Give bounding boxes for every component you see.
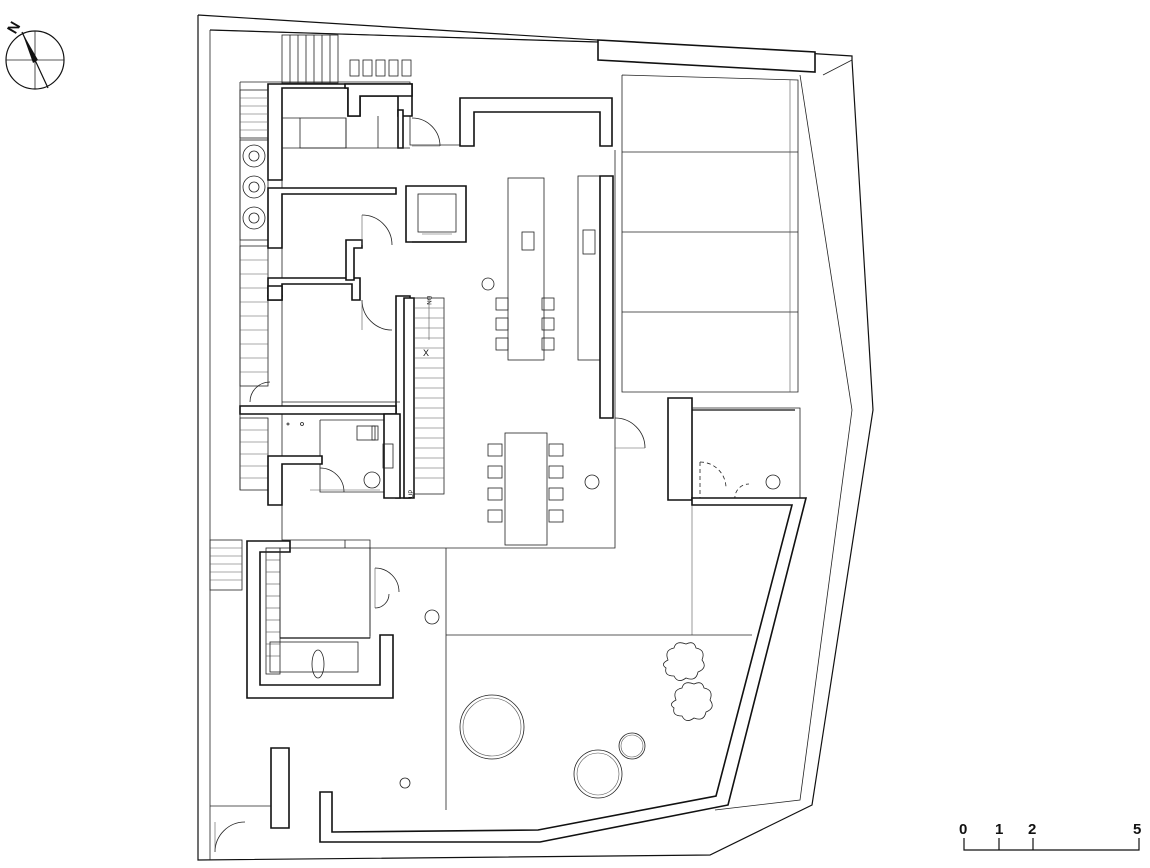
north-arrow-icon: N	[4, 19, 65, 90]
side-steps-left	[209, 245, 269, 591]
scale-tick-0: 0	[959, 821, 967, 838]
tree-icon	[663, 642, 713, 721]
scale-tick-1: 1	[995, 821, 1003, 838]
bottom-gate	[210, 747, 290, 853]
kitchen-wall-top	[459, 97, 613, 147]
stair-label-up: UP	[409, 490, 415, 498]
stair-label-dn: DN	[425, 296, 431, 305]
perimeter-wall	[319, 497, 808, 843]
dining-table	[487, 417, 646, 546]
scale-tick-5: 5	[1133, 821, 1141, 838]
bathroom	[267, 413, 401, 506]
staircase: DN X UP	[403, 296, 445, 499]
rooms-top	[267, 83, 441, 181]
boundary-wall-top	[209, 29, 816, 73]
entry-room	[667, 397, 801, 635]
carport-bays	[621, 74, 799, 393]
lift	[405, 185, 467, 243]
entry-stairs-top	[281, 34, 339, 84]
garden	[399, 548, 752, 810]
kitchen	[481, 175, 614, 419]
site-boundary	[197, 14, 874, 861]
spa-room	[246, 540, 440, 699]
scale-tick-2: 2	[1028, 821, 1036, 838]
stair-break-mark: X	[423, 348, 429, 358]
ac-units	[239, 89, 269, 241]
scale-bar: 0 1 2 5	[959, 821, 1141, 851]
bins	[349, 59, 412, 77]
